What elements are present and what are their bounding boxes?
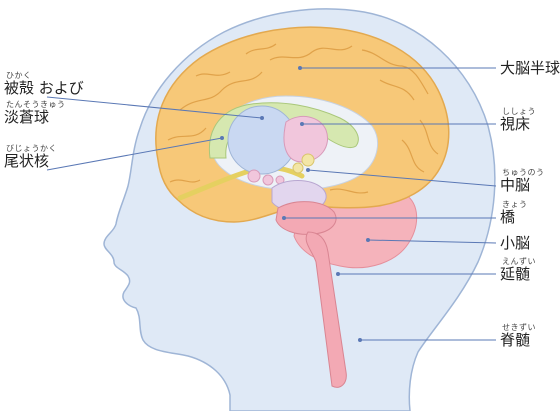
label-ruby-caudate: びじょうかく: [6, 144, 57, 153]
label-ruby-medulla: えんずい: [502, 257, 536, 266]
label-ruby-thalamus: ししょう: [502, 107, 536, 116]
label-cerebellum: 小脳: [500, 234, 531, 252]
label-midbrain: 中脳: [500, 176, 531, 194]
label-cerebrum: 大脳半球: [500, 59, 560, 77]
label-ruby-spinal: せきずい: [502, 323, 536, 332]
label-spinal-cord: 脊髄: [500, 331, 531, 349]
label-thalamus: 視床: [500, 115, 531, 133]
label-pallidus: 淡蒼球: [4, 108, 50, 126]
label-ruby-pallidus: たんそうきゅう: [6, 100, 66, 109]
label-ruby-globus: ひかく: [6, 71, 32, 80]
leader-lines: [46, 67, 497, 341]
gyri-pattern: [167, 43, 439, 194]
label-pons: 橋: [500, 208, 516, 226]
label-putamen-globus: 被殻 および: [4, 79, 84, 97]
medulla-spinal-cord: [305, 231, 347, 388]
label-ruby-pons: きょう: [502, 200, 528, 209]
label-ruby-midbrain: ちゅうのう: [502, 168, 545, 177]
label-medulla: 延髄: [500, 265, 531, 283]
leader-dots: [220, 66, 370, 342]
thalamus: [283, 115, 328, 163]
label-caudate: 尾状核: [4, 152, 50, 170]
